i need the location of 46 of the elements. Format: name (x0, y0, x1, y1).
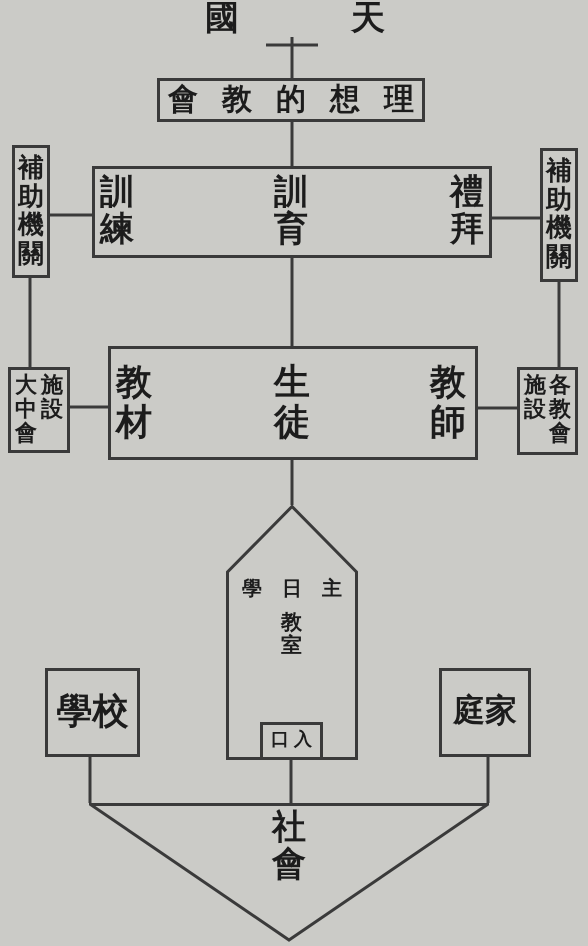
connector-line (290, 258, 294, 346)
diagram-box (92, 166, 492, 258)
diagram-box (439, 668, 531, 757)
connector-line (486, 757, 490, 803)
connector-line (290, 460, 294, 505)
diagram-box (12, 145, 50, 278)
connector-line (50, 214, 92, 216)
diagram-box (108, 346, 478, 460)
cross-symbol (266, 37, 318, 61)
vertical-label: 訓育 (274, 174, 308, 249)
vertical-label: 教師 (430, 363, 466, 442)
diagram-box (8, 367, 70, 453)
vertical-label: 生徒 (274, 363, 310, 442)
vertical-label: 補助機關 (546, 157, 572, 272)
connector-line (88, 757, 92, 803)
diagram-box (45, 668, 140, 757)
diagram-box (517, 367, 578, 455)
vertical-label: 施設 (41, 373, 63, 422)
box-label: 口入 (271, 730, 312, 750)
vertical-label: 補助機關 (18, 154, 44, 268)
vertical-label: 訓練 (100, 174, 134, 249)
connector-line (492, 216, 540, 220)
box-label: 會教的想理 (168, 83, 414, 116)
connector-line (558, 282, 560, 367)
connector-line (290, 760, 292, 803)
box-label: 學校 (56, 692, 130, 732)
house-shape (226, 505, 358, 760)
box-label: 學日主 (242, 577, 342, 599)
connector-line (478, 406, 517, 410)
vertical-label: 社會 (272, 809, 306, 884)
triangle-shape (89, 803, 489, 942)
connector-line (70, 406, 108, 408)
vertical-label: 各教會 (549, 373, 571, 446)
vertical-label: 施設 (524, 373, 546, 422)
diagram-box (260, 722, 323, 760)
diagram-box (157, 78, 425, 122)
vertical-label: 教室 (281, 610, 302, 656)
connector-line (28, 278, 32, 367)
diagram-box (540, 148, 578, 282)
heading-label: 國天 (205, 1, 385, 35)
connector-line (290, 122, 294, 166)
vertical-label: 教材 (116, 363, 152, 442)
box-label: 庭家 (452, 693, 518, 728)
vertical-label: 大中會 (15, 373, 37, 446)
vertical-label: 禮拜 (450, 174, 484, 249)
connector-line (290, 61, 294, 78)
